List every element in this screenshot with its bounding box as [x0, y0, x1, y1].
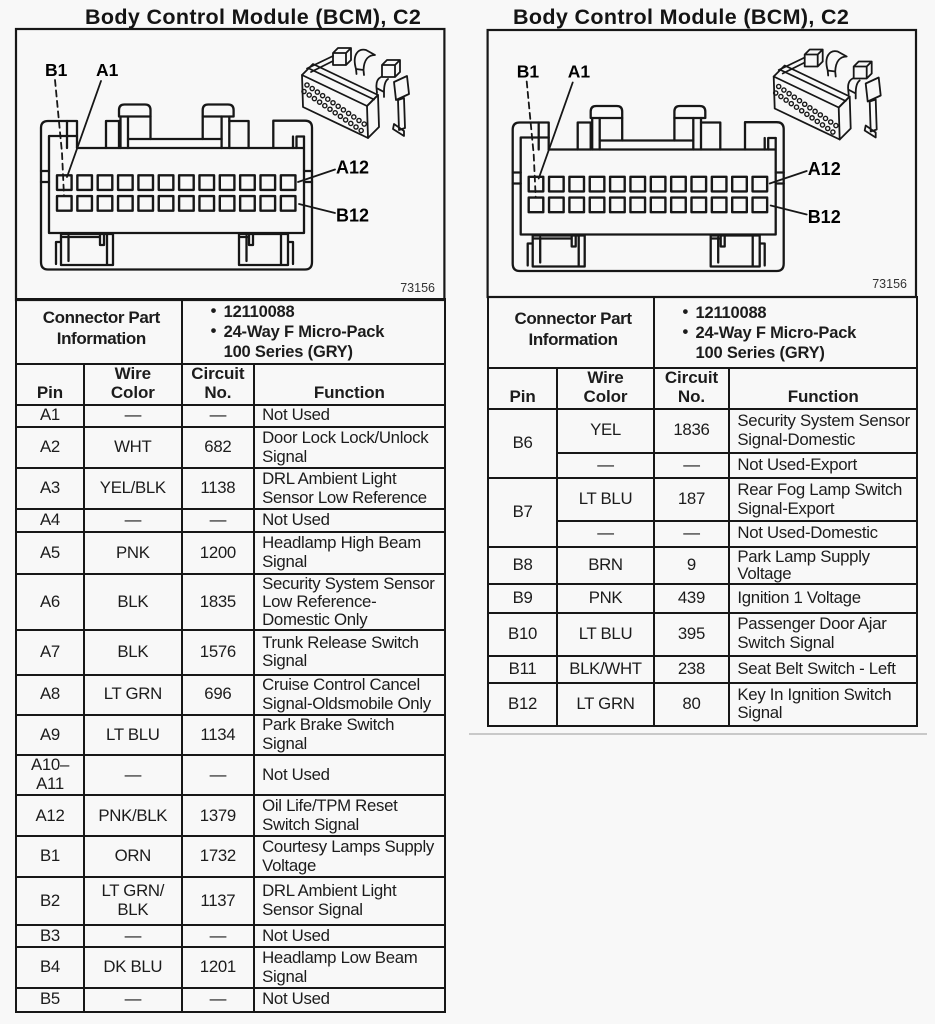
svg-text:B1: B1	[517, 62, 540, 82]
svg-text:A1: A1	[96, 60, 119, 80]
svg-text:A12: A12	[808, 159, 841, 179]
svg-text:B1: B1	[45, 60, 68, 80]
svg-text:B12: B12	[336, 206, 369, 226]
svg-text:73156: 73156	[400, 281, 435, 295]
svg-text:A1: A1	[568, 62, 591, 82]
svg-text:B12: B12	[808, 207, 841, 227]
svg-text:73156: 73156	[872, 277, 907, 291]
svg-text:A12: A12	[336, 158, 369, 178]
